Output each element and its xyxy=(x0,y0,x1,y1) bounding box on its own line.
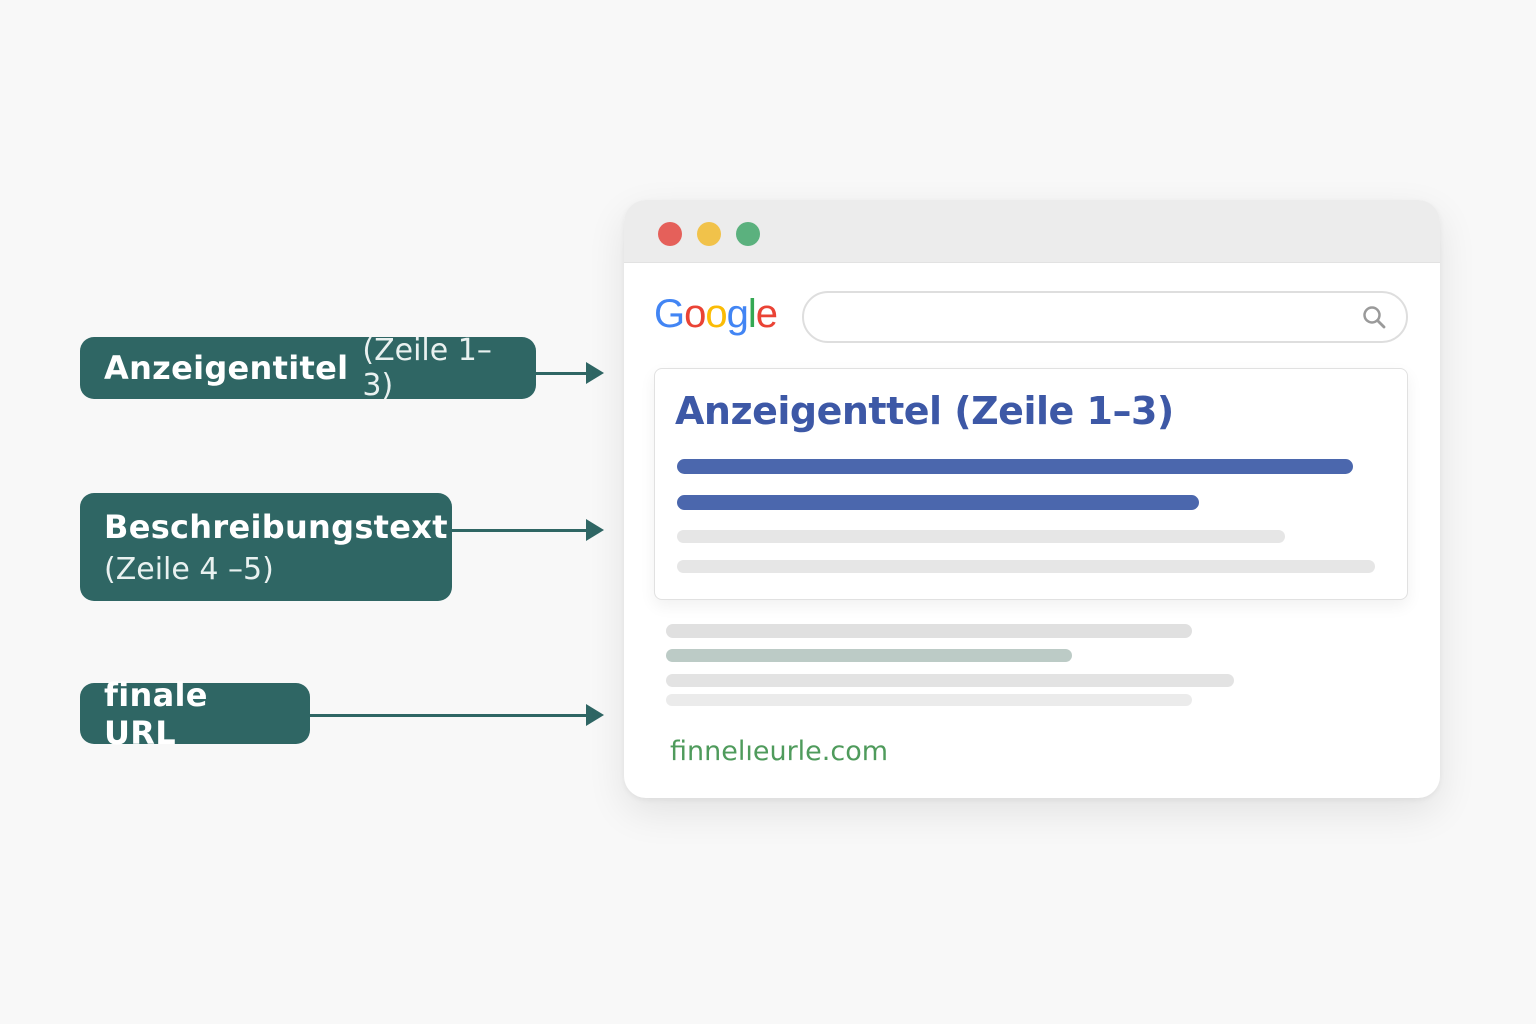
annotation-title-label: Anzeigentitel (Zeile 1–3) xyxy=(80,333,536,403)
arrow-title-connector xyxy=(536,362,604,384)
browser-window: Google Anzeigenttel (Zeile 1–3) finnelıe… xyxy=(624,200,1440,798)
maximize-window-button[interactable] xyxy=(736,222,760,246)
logo-letter: g xyxy=(726,292,749,336)
ad-result-card[interactable]: Anzeigenttel (Zeile 1–3) xyxy=(654,368,1408,600)
ad-description-line xyxy=(677,530,1285,543)
ad-headline-line xyxy=(677,459,1353,474)
ad-title[interactable]: Anzeigenttel (Zeile 1–3) xyxy=(675,389,1174,433)
logo-letter: o xyxy=(705,292,727,336)
result-description-line xyxy=(666,624,1192,638)
annotation-description-label: Beschreibungstext (Zeile 4 –5) xyxy=(80,493,452,601)
ad-description-line xyxy=(677,560,1375,573)
annotation-url-label: finale URL xyxy=(80,676,310,752)
logo-letter: o xyxy=(684,292,706,336)
result-description-line xyxy=(666,649,1072,662)
google-logo: Google xyxy=(654,292,778,337)
annotation-description-text: Beschreibungstext xyxy=(104,507,448,546)
result-url-link[interactable]: finnelıeurle.com xyxy=(670,736,889,767)
arrow-description-connector xyxy=(452,519,604,541)
logo-letter: l xyxy=(747,292,757,336)
ad-headline-line xyxy=(677,495,1199,510)
close-window-button[interactable] xyxy=(658,222,682,246)
annotation-title-lines: (Zeile 1–3) xyxy=(362,333,492,403)
result-description-line xyxy=(666,674,1234,687)
search-icon[interactable] xyxy=(1361,304,1387,330)
annotation-title-text: Anzeigentitel xyxy=(104,349,349,387)
search-input[interactable] xyxy=(802,291,1408,343)
minimize-window-button[interactable] xyxy=(697,222,721,246)
browser-titlebar xyxy=(624,200,1440,263)
arrow-url-connector xyxy=(310,704,604,726)
annotation-url-text: finale URL xyxy=(104,675,208,752)
result-description-line xyxy=(666,694,1192,706)
logo-letter: G xyxy=(654,292,685,336)
annotation-description-lines: (Zeile 4 –5) xyxy=(104,551,274,587)
logo-letter: e xyxy=(755,292,778,336)
